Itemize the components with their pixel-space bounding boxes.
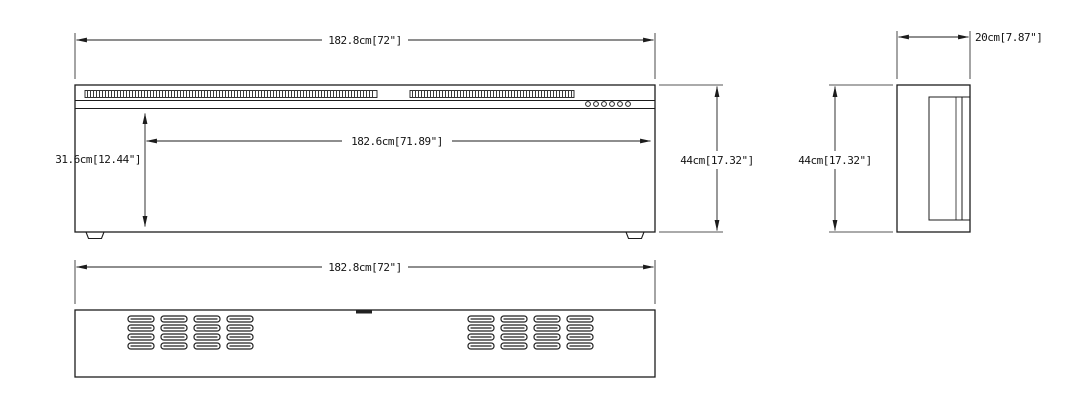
front-inner-width-label: 182.6cm[71.89"]: [351, 135, 443, 148]
dim-front-opening-height: 31.6cm[12.44"]: [55, 112, 148, 228]
dim-front-inner-width: 182.6cm[71.89"]: [145, 135, 652, 148]
bottom-center-mark: [356, 310, 372, 314]
dim-front-overall-height: 44cm[17.32"]: [659, 84, 754, 233]
dim-front-overall-width: 182.8cm[72"]: [74, 33, 656, 79]
side-glass-panel: [928, 96, 963, 221]
side-view: [896, 84, 971, 233]
front-left-foot: [85, 231, 105, 240]
side-body-outline: [896, 84, 971, 233]
vent-group-right: [468, 316, 593, 349]
dim-bottom-overall-width: 182.8cm[72"]: [74, 260, 656, 304]
front-body-outline: [74, 84, 656, 233]
front-overall-width-label: 182.8cm[72"]: [328, 34, 401, 47]
dim-side-depth: 20cm[7.87"]: [896, 31, 1043, 79]
ember-media-strip: [84, 90, 575, 98]
front-overall-height-label: 44cm[17.32"]: [680, 154, 753, 167]
vent-group-left: [128, 316, 253, 349]
side-depth-label: 20cm[7.87"]: [975, 31, 1042, 44]
control-buttons: [585, 101, 631, 107]
side-overall-height-label: 44cm[17.32"]: [798, 154, 871, 167]
dim-side-overall-height: 44cm[17.32"]: [798, 84, 893, 233]
front-view: [74, 84, 656, 240]
bottom-view: [74, 309, 656, 378]
front-right-foot: [625, 231, 645, 240]
bottom-overall-width-label: 182.8cm[72"]: [328, 261, 401, 274]
front-opening-height-label: 31.6cm[12.44"]: [55, 153, 141, 166]
